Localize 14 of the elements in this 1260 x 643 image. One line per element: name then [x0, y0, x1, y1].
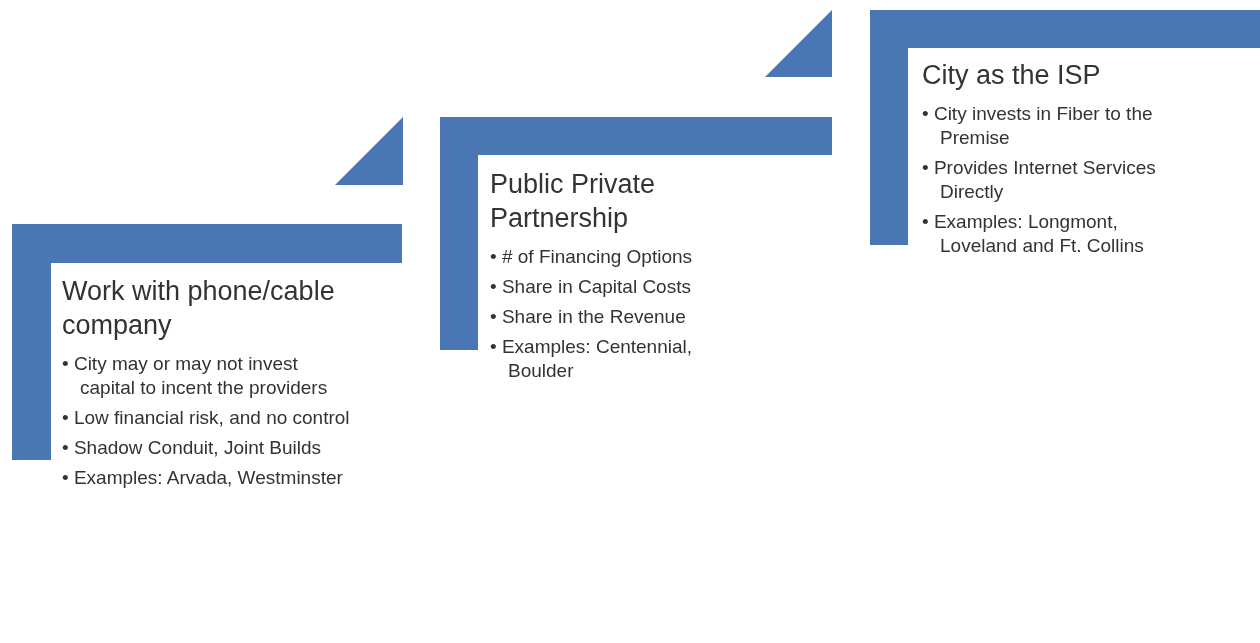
bullet-item: • Examples: Arvada, Westminster [62, 466, 344, 490]
bullet-item: • City may or may not invest capital to incent the providers [62, 352, 329, 400]
bullet-item: • Examples: Longmont, Loveland and Ft. Collins [922, 210, 1145, 258]
bullet-item: • Provides Internet Services Directly [922, 156, 1157, 204]
step-heading: Public Private Partnership [490, 168, 657, 235]
step-heading: Work with phone/cable company [62, 275, 336, 342]
bullet-item: • Share in the Revenue [490, 305, 687, 329]
bullet-item: • Shadow Conduit, Joint Builds [62, 436, 323, 460]
bullet-item: • Share in Capital Costs [490, 275, 692, 299]
bullet-item: • Examples: Centennial, Boulder [490, 335, 694, 383]
step-heading: City as the ISP [922, 59, 1102, 92]
bullet-item: • City invests in Fiber to the Premise [922, 102, 1154, 150]
bullet-item: • # of Financing Options [490, 245, 694, 269]
bullet-item: • Low financial risk, and no control [62, 406, 351, 430]
